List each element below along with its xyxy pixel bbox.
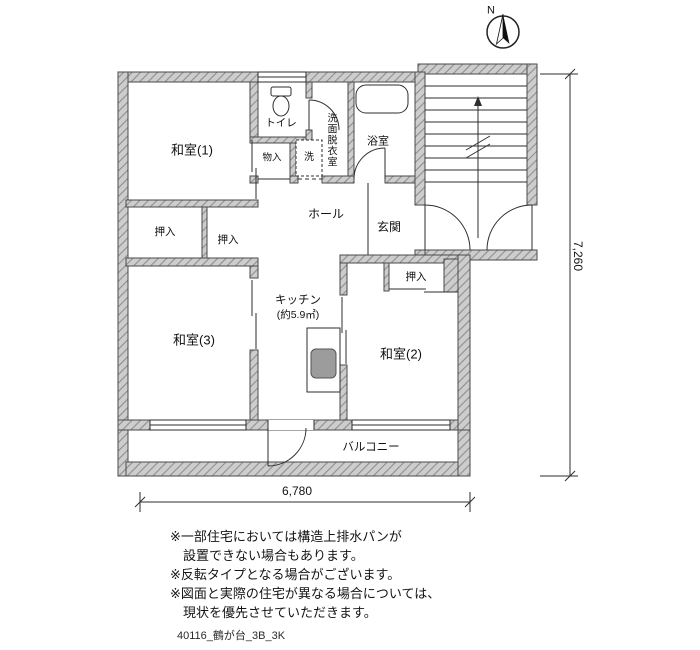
room-label-balcony: バルコニー	[342, 441, 400, 454]
staircase	[425, 85, 527, 238]
balcony-door-arc	[267, 427, 307, 467]
north-compass-icon	[486, 13, 520, 49]
toilet-door-arc	[308, 99, 340, 131]
dimension-height-label: 7,260	[571, 240, 585, 272]
dimension-lines	[134, 68, 578, 512]
bath-door-arc	[353, 147, 386, 180]
kitchen-sink-icon	[310, 348, 337, 379]
room-label-hall: ホール	[307, 207, 345, 221]
footer-id: 40116_鶴が台_3B_3K	[177, 630, 286, 642]
north-label: N	[487, 4, 495, 17]
closet-label-b: 押入	[217, 233, 239, 246]
toilet-bowl-icon	[272, 95, 290, 117]
kitchen-size-label: (約5.9㎡)	[276, 308, 320, 321]
sliding-doors	[251, 140, 458, 364]
room-label-kitchen: キッチン	[275, 294, 321, 307]
note-line-2: 設置できない場合もあります。	[183, 548, 364, 563]
note-line-3: ※反転タイプとなる場合がございます。	[170, 567, 401, 582]
room-label-entrance: 玄関	[376, 220, 402, 234]
room-label-storage: 物入	[262, 152, 282, 164]
stair-arrow-icon	[474, 96, 482, 106]
toilet-tank-icon	[270, 86, 292, 97]
closet-label-a: 押入	[154, 225, 176, 238]
room-label-washitsu-1: 和室(1)	[171, 142, 213, 158]
balcony-door-opening	[268, 420, 314, 430]
dimension-width-label: 6,780	[281, 484, 313, 498]
front-door-arc	[424, 204, 471, 251]
washing-machine-icon	[295, 139, 323, 177]
room-label-toilet: トイレ	[265, 116, 297, 129]
closet-label-c: 押入	[405, 270, 427, 283]
fixtures	[270, 84, 409, 393]
room-label-washitsu-3: 和室(3)	[173, 332, 215, 348]
neighbor-door-arc	[486, 204, 533, 251]
note-line-4: ※図面と実際の住宅が異なる場合については、	[170, 586, 441, 601]
room-label-washroom: 洗面脱衣室	[325, 112, 336, 168]
room-label-washitsu-2: 和室(2)	[380, 346, 422, 362]
washing-machine-label: 洗	[304, 152, 314, 163]
bathtub-icon	[355, 84, 409, 114]
room-label-bath: 浴室	[367, 135, 389, 148]
doors	[267, 99, 533, 467]
note-line-1: ※一部住宅においては構造上排水パンが	[170, 529, 402, 544]
note-line-5: 現状を優先させていただきます。	[183, 605, 377, 620]
windows	[149, 71, 451, 431]
